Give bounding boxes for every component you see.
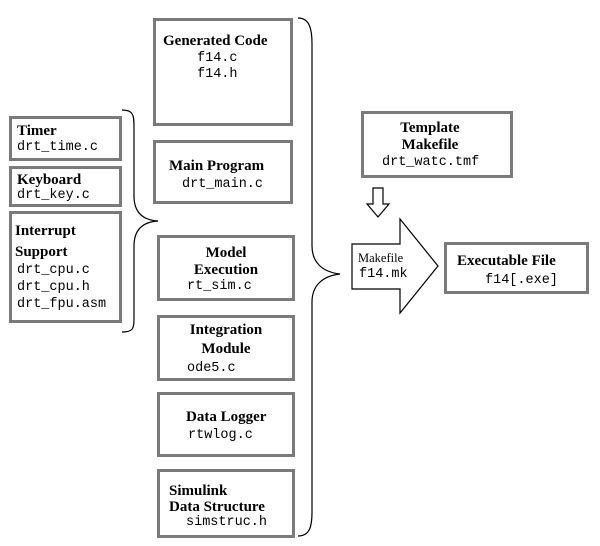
timer-box: Timer drt_time.c: [9, 116, 122, 161]
main-program-file: drt_main.c: [182, 177, 264, 192]
simulink-title-2: Data Structure: [169, 499, 265, 515]
main-program-box: Main Program drt_main.c: [153, 140, 293, 204]
interrupt-support-box: Interrupt Support drt_cpu.c drt_cpu.h dr…: [9, 211, 122, 323]
integration-title-1: Integration: [189, 322, 263, 338]
simulink-title-1: Simulink: [169, 483, 228, 499]
makefile-arrow-file: f14.mk: [359, 267, 408, 282]
keyboard-title: Keyboard: [17, 172, 82, 188]
generated-code-file: f14.c: [197, 51, 238, 66]
data-logger-box: Data Logger rtwlog.c: [157, 392, 295, 457]
interrupt-title-2: Support: [15, 244, 68, 260]
model-execution-box: Model Execution rt_sim.c: [157, 235, 295, 301]
down-arrow: [365, 187, 391, 218]
middle-brace: [297, 17, 341, 537]
template-file: drt_watc.tmf: [382, 155, 480, 170]
integration-module-box: Integration Module ode5.c: [157, 315, 295, 381]
integration-file: ode5.c: [187, 361, 236, 376]
integration-title-2: Module: [201, 341, 251, 357]
data-logger-file: rtwlog.c: [188, 428, 253, 443]
timer-title: Timer: [17, 123, 57, 139]
template-makefile-box: Template Makefile drt_watc.tmf: [361, 111, 513, 178]
model-execution-title-2: Execution: [193, 262, 259, 278]
executable-file-box: Executable File f14[.exe]: [444, 242, 589, 294]
model-execution-title-1: Model: [205, 245, 247, 261]
interrupt-file: drt_cpu.c: [17, 263, 90, 278]
keyboard-file: drt_key.c: [17, 188, 90, 203]
left-brace: [121, 109, 159, 333]
template-title-2: Makefile: [401, 137, 459, 153]
executable-title: Executable File: [457, 253, 556, 269]
generated-code-box: Generated Code f14.c f14.h: [153, 18, 293, 126]
interrupt-file: drt_fpu.asm: [17, 297, 107, 312]
generated-code-file: f14.h: [197, 67, 238, 82]
data-logger-title: Data Logger: [186, 409, 267, 425]
main-program-title: Main Program: [169, 158, 265, 174]
makefile-arrow-shape: [351, 217, 439, 315]
simulink-file: simstruc.h: [186, 515, 268, 530]
template-title-1: Template: [400, 120, 460, 136]
timer-file: drt_time.c: [17, 140, 99, 155]
generated-code-title: Generated Code: [163, 33, 268, 49]
makefile-arrow-label: Makefile: [358, 251, 404, 265]
interrupt-title-1: Interrupt: [15, 223, 76, 239]
simulink-box: Simulink Data Structure simstruc.h: [157, 469, 295, 538]
keyboard-box: Keyboard drt_key.c: [9, 166, 122, 207]
interrupt-file: drt_cpu.h: [17, 280, 90, 295]
model-execution-file: rt_sim.c: [187, 279, 252, 294]
executable-file: f14[.exe]: [485, 273, 558, 288]
